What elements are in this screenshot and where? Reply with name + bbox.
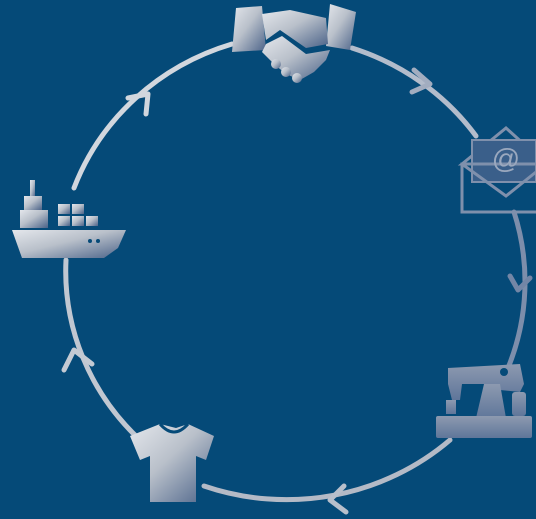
arrow-head-right — [507, 273, 533, 293]
arc-ship-to-handshake — [71, 41, 235, 191]
arrow-head-top-left — [125, 91, 151, 117]
arc-handshake-to-email — [349, 45, 479, 139]
handshake-icon — [232, 4, 356, 83]
arc-email-to-sewing — [505, 209, 528, 371]
cycle-arrows — [61, 67, 533, 515]
email-at-symbol: @ — [492, 143, 520, 174]
sewing-machine-icon — [436, 364, 532, 438]
arrow-head-top-right — [409, 67, 433, 95]
cargo-ship-icon — [12, 180, 126, 258]
arrow-head-bottom — [327, 483, 349, 515]
arrow-head-left — [61, 347, 95, 373]
email-envelope-icon: @ — [457, 126, 536, 214]
t-shirt-icon — [130, 422, 214, 502]
arc-sewing-to-tshirt — [201, 437, 453, 503]
